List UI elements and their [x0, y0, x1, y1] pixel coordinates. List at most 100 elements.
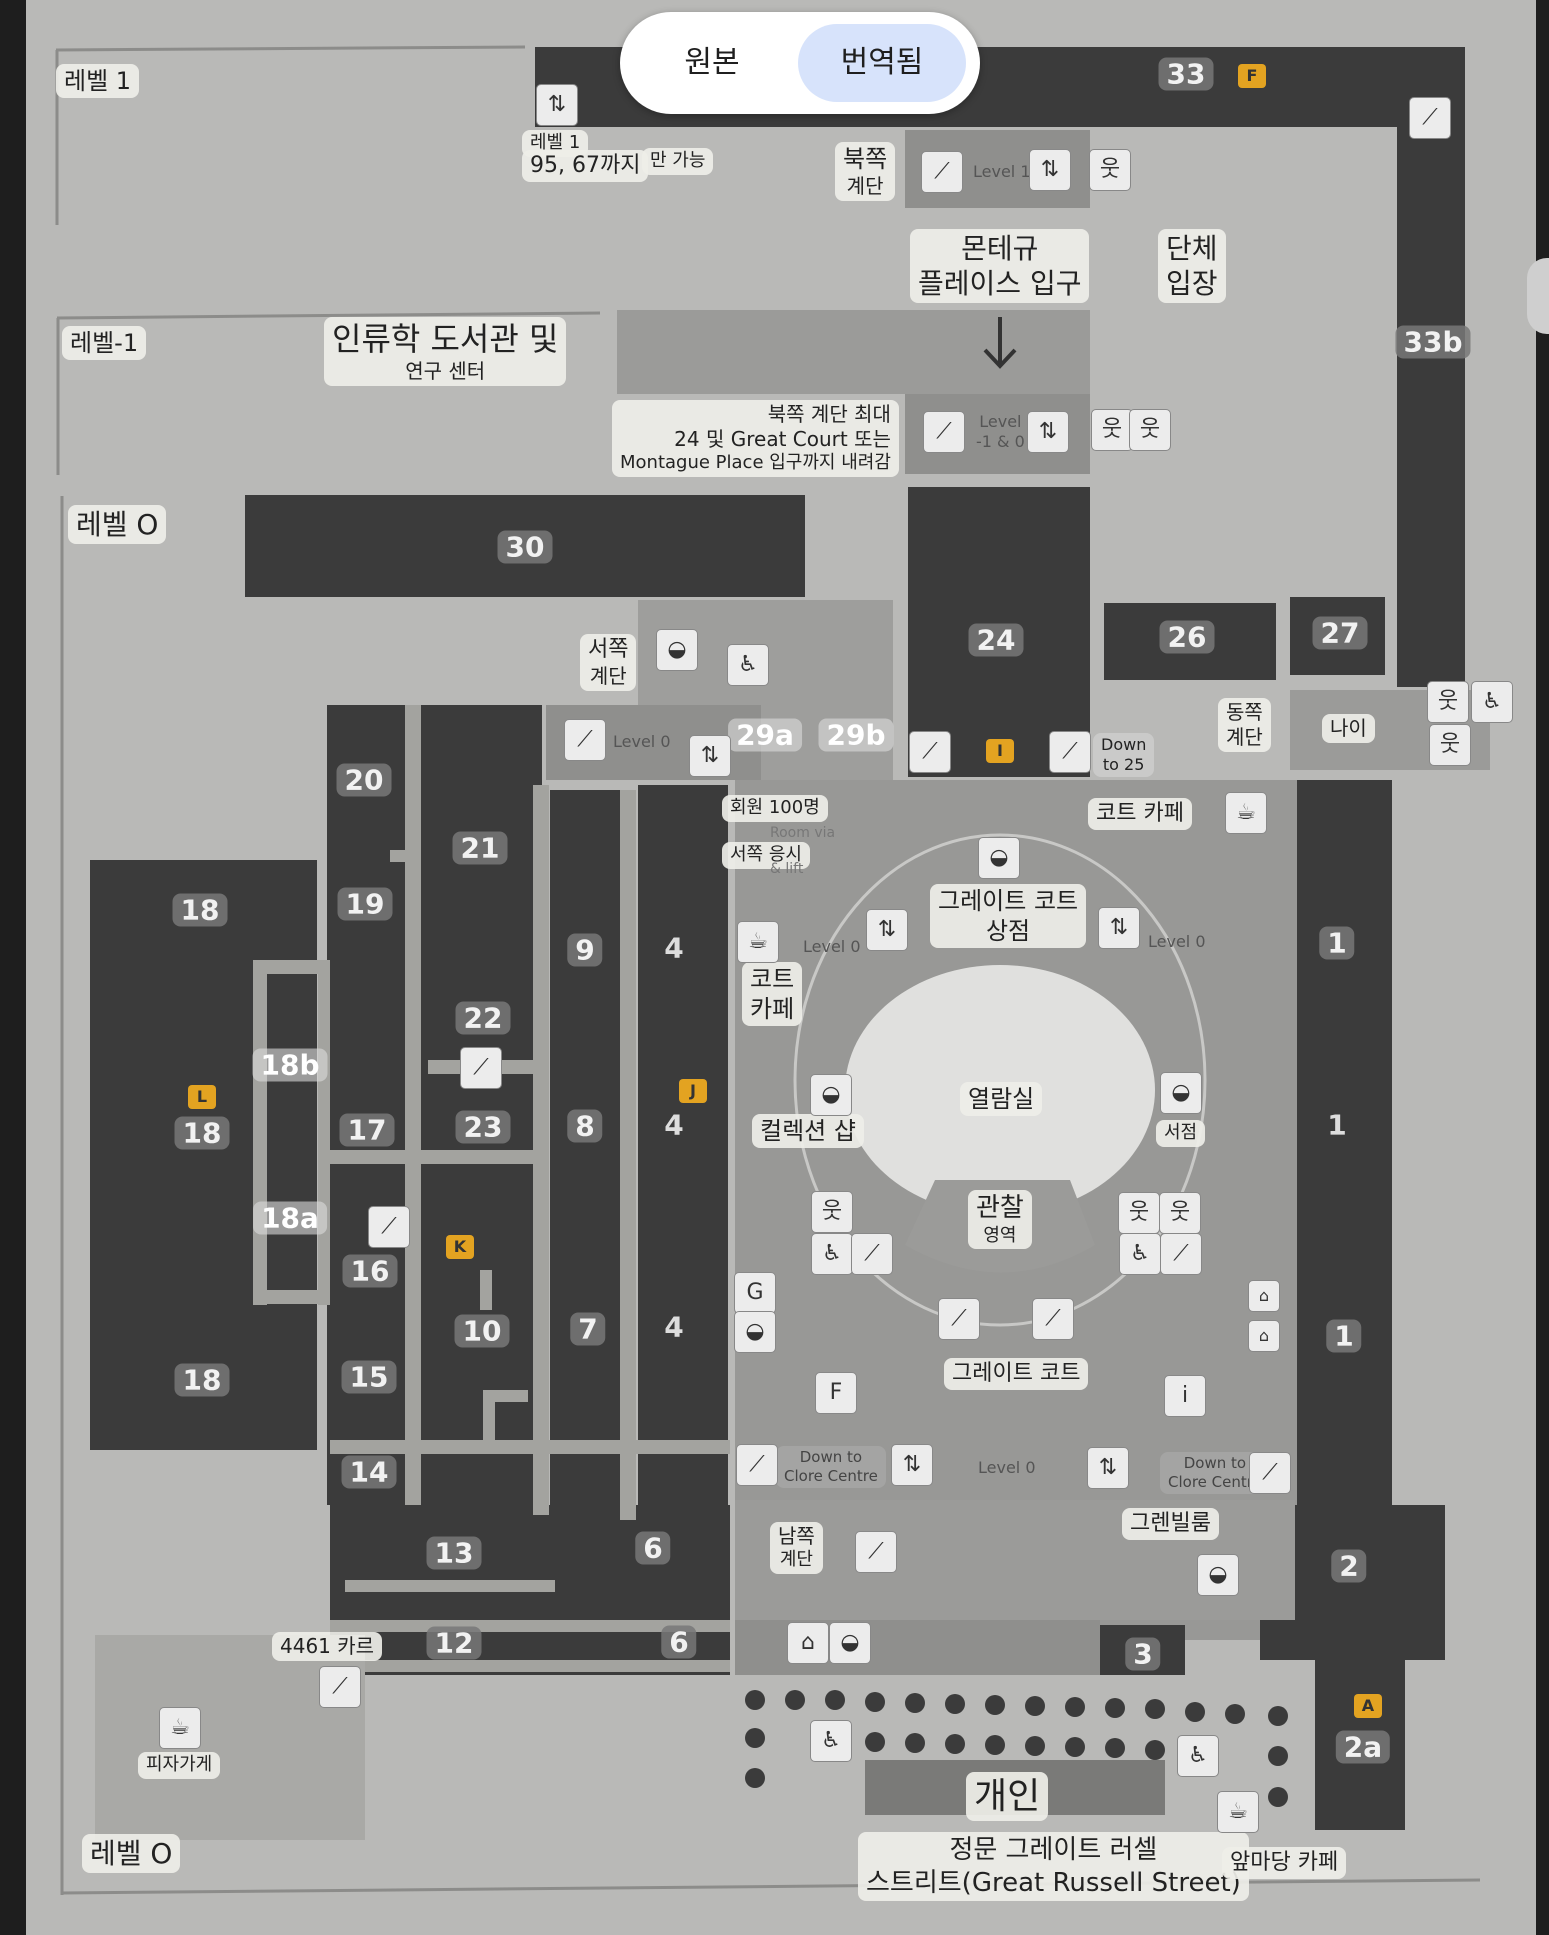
room-1-block: [1297, 780, 1392, 1525]
collection-shop-label: 컬렉션 샵: [752, 1114, 864, 1148]
shop-icon: ◒: [1197, 1554, 1239, 1596]
anthropology-library-label: 인류학 도서관 및 연구 센터: [324, 317, 567, 386]
badge-l: L: [188, 1085, 216, 1109]
stairs-icon: ⟋: [1249, 1452, 1291, 1494]
room-number: 17: [339, 1113, 395, 1147]
room-number: 8: [567, 1109, 603, 1143]
cafe-icon: ☕: [1225, 792, 1267, 834]
north-stairs-label: 북쪽 계단: [835, 142, 896, 201]
viewing-area-label: 관찰 영역: [968, 1190, 1032, 1249]
stairs-icon: ⟋: [923, 411, 965, 453]
translated-tab[interactable]: 번역됨: [798, 24, 966, 102]
room-18-block: [90, 860, 317, 1450]
info-icon: i: [1164, 1375, 1206, 1417]
room-number: 18: [174, 1363, 230, 1397]
badge-a: A: [1354, 1694, 1382, 1718]
room-number: 9: [567, 933, 603, 967]
room-number: 33: [1158, 57, 1214, 91]
reading-room-label: 열람실: [960, 1082, 1043, 1116]
room-number: 4: [664, 1310, 684, 1344]
lift-icon: ⇅: [866, 909, 908, 951]
level-1-label: 레벨 1: [56, 64, 140, 98]
east-stairs-label: 동쪽 계단: [1218, 698, 1271, 752]
stairs-icon: ⟋: [938, 1298, 980, 1340]
lift-icon: ⇅: [1098, 907, 1140, 949]
room-33b-band: [1397, 47, 1465, 687]
floor-text-level1: Level 1: [973, 162, 1031, 181]
original-tab[interactable]: 원본: [684, 45, 740, 80]
stairs-icon: ⟋: [319, 1666, 361, 1708]
floor-text-level0-south: Level 0: [978, 1458, 1036, 1477]
guide-icon: G: [734, 1272, 776, 1314]
shop-icon: ◒: [656, 629, 698, 671]
room-via-lift-label: Room via & lift: [770, 825, 836, 877]
room-number: 1: [1326, 1319, 1362, 1353]
room-number: 10: [454, 1314, 510, 1348]
toilet-icon: 웃: [1427, 681, 1469, 723]
baby-change-icon: 웃: [1159, 1192, 1201, 1234]
badge-f: F: [1238, 64, 1266, 88]
grenville-room-label: 그렌빌룸: [1122, 1508, 1219, 1540]
shop-icon: ◒: [810, 1074, 852, 1116]
room-number: 33b: [1395, 325, 1471, 359]
level-minus1-corridor: [617, 310, 1090, 394]
west-exam-label: 서쪽 응시: [722, 842, 810, 869]
room-number: 18: [174, 1116, 230, 1150]
great-court-shop-label: 그레이트 코트 상점: [930, 884, 1087, 948]
room-number: 24: [968, 623, 1024, 657]
cloakroom-icon: ⌂: [787, 1622, 829, 1664]
room-number: 26: [1159, 620, 1215, 654]
stairs-icon: ⟋: [855, 1531, 897, 1573]
room-number: 13: [426, 1536, 482, 1570]
room-number: 1: [1327, 1108, 1347, 1142]
private-label: 개인: [966, 1772, 1049, 1821]
stairs-icon: ⟋: [1032, 1298, 1074, 1340]
member-room-label: 회원 100명: [722, 795, 828, 822]
accessible-icon: ♿: [727, 644, 769, 686]
great-court-label: 그레이트 코트: [944, 1358, 1089, 1390]
lift-icon: ⇅: [1087, 1447, 1129, 1489]
stairs-icon: ⟋: [921, 151, 963, 193]
room-number: 18a: [253, 1201, 327, 1235]
room-number: 27: [1312, 616, 1368, 650]
floor-text-level-m1-0: Level -1 & 0: [976, 412, 1025, 451]
side-panel-handle[interactable]: [1527, 258, 1549, 334]
down-to-25-label: Down to 25: [1093, 733, 1155, 777]
lift-icon: ⇅: [689, 735, 731, 777]
lift-note-line2: 95, 67까지: [522, 150, 649, 182]
cafe-icon: ☕: [737, 921, 779, 963]
stairs-icon: ⟋: [368, 1206, 410, 1248]
group-entrance-label: 단체 입장: [1158, 229, 1226, 303]
room-number: 23: [455, 1110, 511, 1144]
room-number: 6: [661, 1625, 697, 1659]
level1-border: [55, 45, 526, 52]
lift-icon: ⇅: [1029, 149, 1071, 191]
toilet-icon: 웃: [811, 1191, 853, 1233]
room-number: 18b: [252, 1048, 328, 1082]
montague-entrance-label: 몬테규 플레이스 입구: [910, 229, 1090, 303]
great-court-ring: [793, 833, 1207, 1327]
room-number: 1: [1319, 926, 1355, 960]
shop-icon: ◒: [829, 1622, 871, 1664]
room-number: 30: [497, 530, 553, 564]
room-number: 7: [570, 1312, 606, 1346]
room-number: 4: [664, 931, 684, 965]
shop-icon: ◒: [978, 837, 1020, 879]
stairs-icon: ⟋: [1409, 97, 1451, 139]
baby-change-icon: 웃: [1129, 409, 1171, 451]
first-aid-icon: F: [815, 1372, 857, 1414]
lift-icon: ⇅: [1027, 411, 1069, 453]
level-0-label-top: 레벨 O: [68, 505, 167, 544]
forecourt-bollards: [745, 1690, 1288, 1807]
room-number: 16: [342, 1254, 398, 1288]
room-9-7-block: [550, 790, 630, 1520]
toilet-icon: 웃: [1089, 149, 1131, 191]
badge-j: J: [679, 1079, 707, 1103]
lift-icon: ⇅: [536, 84, 578, 126]
level-minus1-label: 레벨-1: [62, 326, 147, 360]
translation-toggle[interactable]: 원본 번역됨: [620, 12, 980, 114]
floor-text-level0-west: Level 0: [613, 732, 671, 751]
card-4461-label: 4461 카르: [272, 1632, 383, 1661]
floor-text-level0-gc-left: Level 0: [803, 937, 861, 956]
cafe-icon: ☕: [159, 1707, 201, 1749]
